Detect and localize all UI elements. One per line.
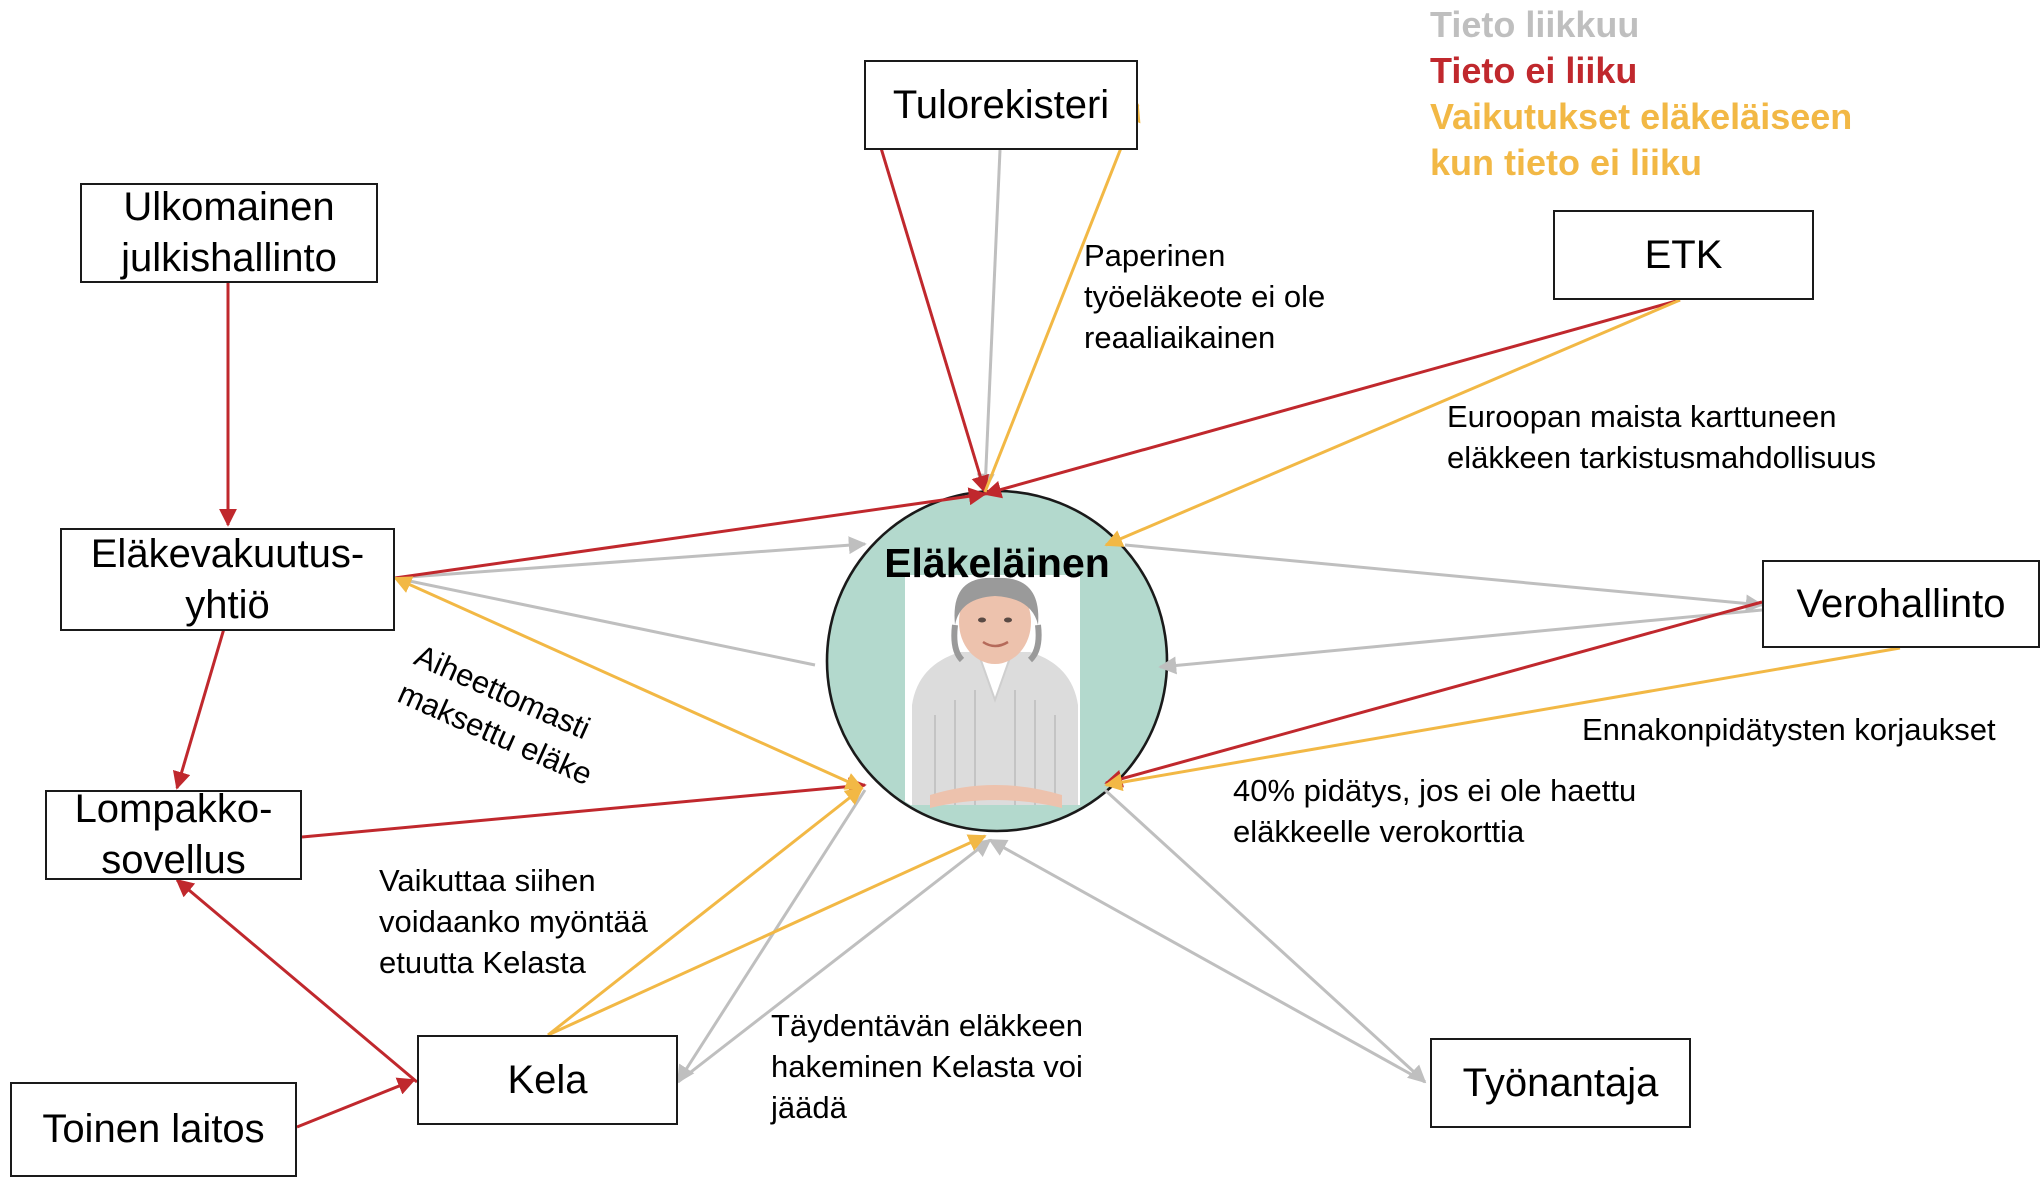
note-taydentavan-line2: hakeminen Kelasta voi: [771, 1049, 1083, 1084]
node-elakevakuutus-line2: yhtiö: [185, 582, 270, 627]
note-pidatys: 40% pidätys, jos ei ole haettu eläkkeell…: [1233, 770, 1636, 852]
note-vaikuttaa-line1: Vaikuttaa siihen: [379, 863, 596, 898]
node-ulkomainen-line2: julkishallinto: [121, 236, 337, 280]
note-vaikuttaa: Vaikuttaa siihen voidaanko myöntää etuut…: [379, 860, 648, 983]
node-elakevakuutus-line1: Eläkevakuutus-: [90, 531, 365, 576]
node-etk-label: ETK: [1644, 232, 1723, 277]
node-lompakko-line1: Lompakko-: [74, 787, 273, 832]
arrows-effects: [393, 103, 1901, 1037]
node-toinen-laitos-label: Toinen laitos: [42, 1107, 265, 1152]
node-kela-label: Kela: [507, 1057, 588, 1102]
note-paperinen-line2: työeläkeote ei ole: [1084, 279, 1326, 314]
node-lompakko-line2: sovellus: [101, 838, 246, 882]
legend-effects-line1: Vaikutukset eläkeläiseen: [1430, 96, 1853, 137]
portrait-image: [905, 575, 1080, 808]
node-verohallinto: Verohallinto: [1762, 560, 2040, 648]
note-paperinen-line3: reaaliaikainen: [1084, 320, 1276, 355]
note-vaikuttaa-line2: voidaanko myöntää: [379, 904, 648, 939]
note-euroopan: Euroopan maista karttuneen eläkkeen tark…: [1447, 396, 1876, 478]
node-elakevakuutusyhtio: Eläkevakuutus- yhtiö: [60, 528, 395, 631]
node-lompakkosovellus: Lompakko- sovellus: [45, 787, 302, 882]
legend-info-moves: Tieto liikkuu: [1430, 4, 1640, 45]
node-ulkomainen-julkishallinto: Ulkomainen julkishallinto: [80, 183, 378, 283]
arrows-info-moves: [394, 149, 1764, 1084]
node-etk: ETK: [1553, 210, 1814, 300]
note-taydentavan-line3: jäädä: [771, 1090, 847, 1125]
node-tyonantaja: Työnantaja: [1430, 1038, 1691, 1128]
note-pidatys-line1: 40% pidätys, jos ei ole haettu: [1233, 773, 1637, 808]
legend-effects: Vaikutukset eläkeläiseen kun tieto ei li…: [1430, 94, 1852, 186]
note-paperinen-line1: Paperinen: [1084, 238, 1226, 273]
note-pidatys-line2: eläkkeelle verokorttia: [1233, 814, 1525, 849]
node-tulorekisteri: Tulorekisteri: [864, 60, 1138, 150]
note-euroopan-line2: eläkkeen tarkistusmahdollisuus: [1447, 440, 1877, 475]
node-tulorekisteri-label: Tulorekisteri: [892, 82, 1110, 127]
node-ulkomainen-line1: Ulkomainen: [123, 185, 335, 230]
note-paperinen: Paperinen työeläkeote ei ole reaaliaikai…: [1084, 235, 1325, 358]
center-title: Eläkeläinen: [884, 540, 1110, 586]
note-euroopan-line1: Euroopan maista karttuneen: [1447, 399, 1837, 434]
note-taydentavan: Täydentävän eläkkeen hakeminen Kelasta v…: [771, 1005, 1083, 1128]
legend-info-not-moving: Tieto ei liiku: [1430, 50, 1638, 91]
node-verohallinto-label: Verohallinto: [1796, 581, 2006, 626]
note-vaikuttaa-line3: etuutta Kelasta: [379, 945, 586, 980]
node-tyonantaja-label: Työnantaja: [1462, 1060, 1659, 1105]
note-taydentavan-line1: Täydentävän eläkkeen: [771, 1008, 1083, 1043]
legend-effects-line2: kun tieto ei liiku: [1430, 142, 1703, 183]
note-ennakonpidatys: Ennakonpidätysten korjaukset: [1582, 712, 1996, 747]
arrows-info-not-moving: [172, 104, 1763, 1129]
node-kela: Kela: [417, 1035, 678, 1125]
node-toinen-laitos: Toinen laitos: [10, 1082, 297, 1177]
